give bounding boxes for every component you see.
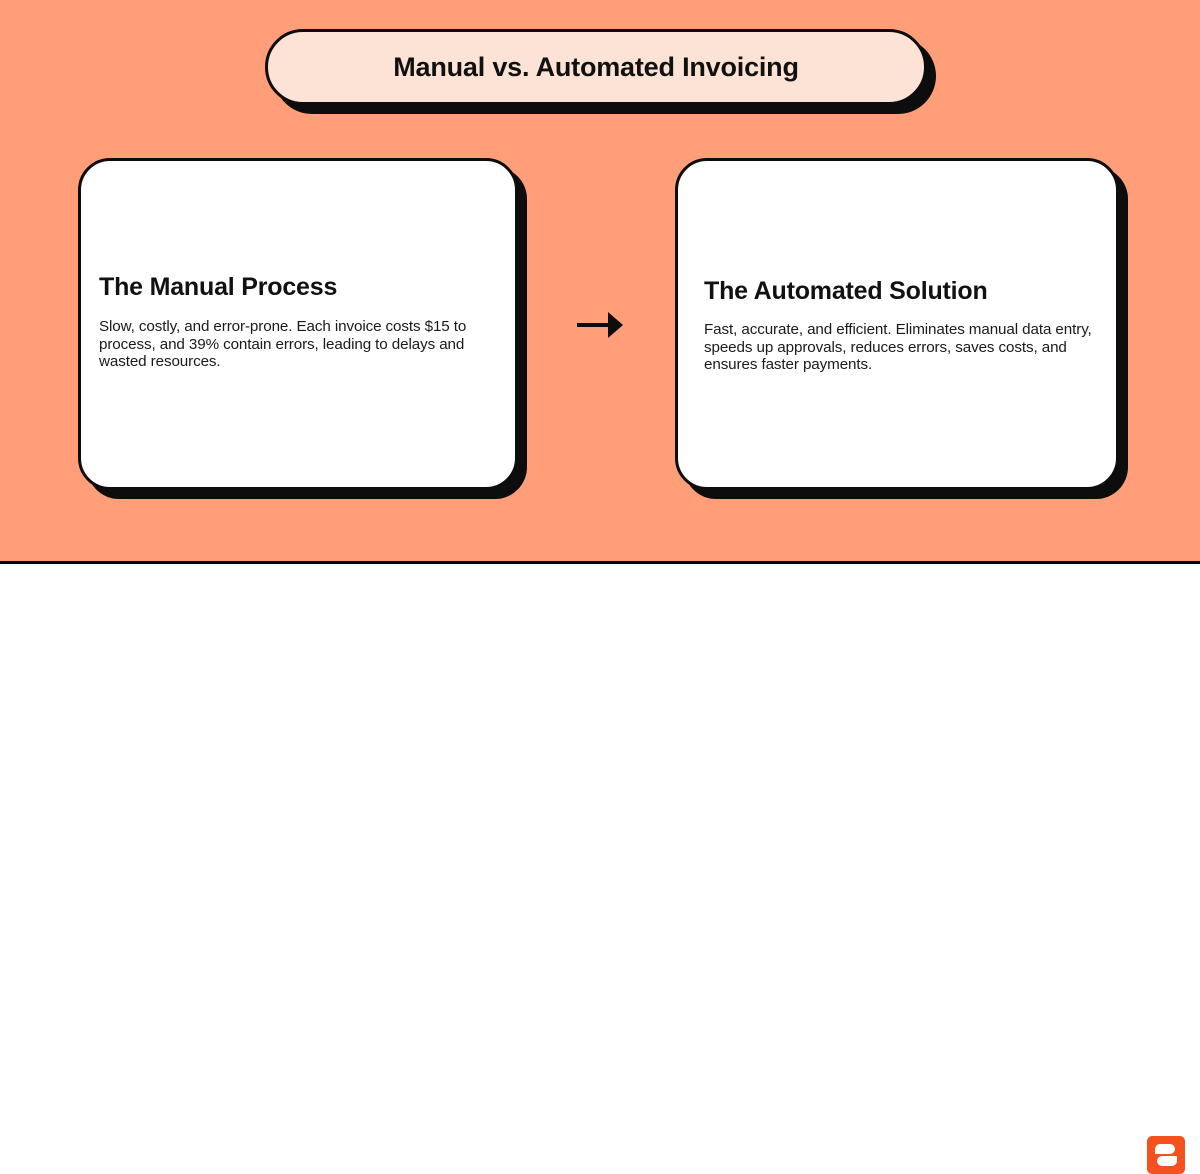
automated-solution-card: The Automated Solution Fast, accurate, a… [675, 158, 1119, 490]
manual-process-card-content: The Manual Process Slow, costly, and err… [81, 161, 515, 487]
automated-solution-heading: The Automated Solution [704, 277, 988, 305]
manual-process-heading: The Manual Process [99, 273, 338, 301]
brand-logo-mark-top [1155, 1144, 1175, 1154]
manual-process-body: Slow, costly, and error-prone. Each invo… [99, 318, 467, 370]
main-stage: Manual vs. Automated Invoicing The Manua… [0, 0, 1200, 561]
automated-solution-card-content: The Automated Solution Fast, accurate, a… [678, 161, 1116, 487]
title-pill: Manual vs. Automated Invoicing [265, 29, 927, 105]
brand-logo-mark-bottom [1157, 1156, 1177, 1166]
page-title: Manual vs. Automated Invoicing [393, 51, 799, 82]
footer-bar [0, 564, 1200, 1174]
automated-solution-body: Fast, accurate, and efficient. Eliminate… [704, 321, 1092, 373]
manual-process-card: The Manual Process Slow, costly, and err… [78, 158, 518, 490]
footer-divider [0, 561, 1200, 564]
brand-logo-icon [1147, 1136, 1185, 1174]
right-arrow-icon [577, 312, 623, 338]
